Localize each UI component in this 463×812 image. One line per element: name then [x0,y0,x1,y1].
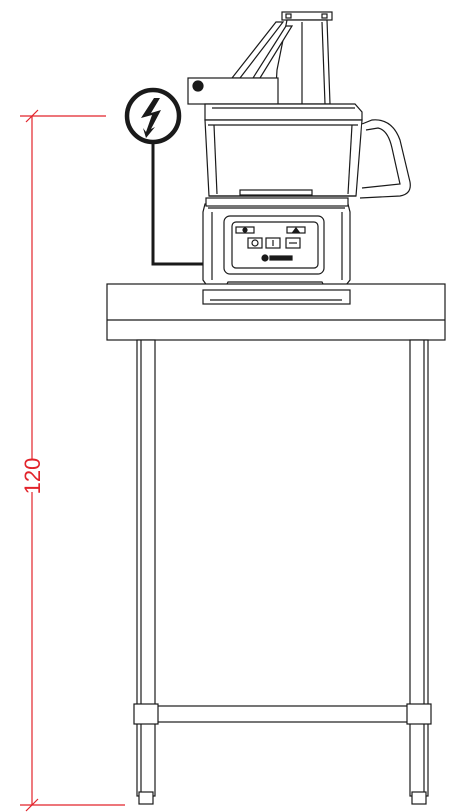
pusher-cap-tab-right [321,13,328,19]
bowl-right-edge [347,124,353,195]
lid-lever-base [187,77,279,105]
lever-pivot [192,80,204,92]
dimension-tick-top [25,109,39,123]
table-crossbar-left-joint [133,703,159,725]
dimension-tick-bottom [25,798,39,812]
table-foot-left [138,791,154,805]
bowl-label [239,189,313,196]
power-cable [151,142,205,266]
bowl-handle-inner [361,127,401,189]
lightning-bolt-icon [141,98,161,138]
machine-base-on-table [202,289,351,305]
table-crossbar [154,705,411,723]
bowl-left-edge [213,124,218,195]
table-leg-left-outer [136,339,156,797]
warning-icon [291,227,301,233]
table-leg-right-outer [409,339,429,797]
base-collar [205,197,349,207]
stop-button-icon [251,239,259,247]
lid [204,103,363,121]
table-crossbar-right-joint [406,703,432,725]
table-foot-right [411,791,427,805]
stainless-table [106,283,446,805]
bowl [204,119,363,197]
indicator-left-light [242,227,248,233]
pusher-cap-tab [285,13,292,19]
food-processor [187,11,411,312]
feed-tube-edge-2 [321,21,326,105]
brand-logo [261,254,269,262]
height-dimension-label: 120 [20,458,45,495]
power-symbol [124,87,205,266]
brand-logo-text [269,255,293,261]
height-dimension [20,109,125,812]
